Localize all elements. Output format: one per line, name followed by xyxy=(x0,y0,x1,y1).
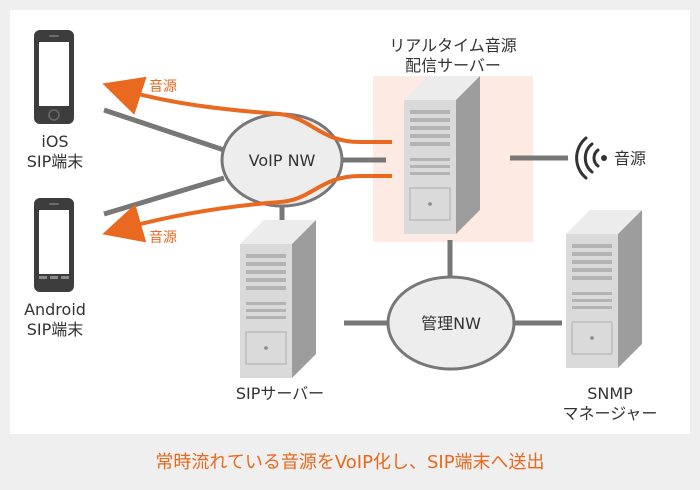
android-phone-icon xyxy=(34,198,74,292)
sip-server-label: SIPサーバー xyxy=(235,384,325,403)
sound-source-label-top: 音源 xyxy=(149,79,177,95)
snmp-label-line1: SNMP xyxy=(587,384,633,403)
diagram-caption: 常時流れている音源をVoIP化し、SIP端末へ送出 xyxy=(155,452,545,473)
ios-label-line1: iOS xyxy=(41,132,69,151)
sip-server-icon xyxy=(239,219,317,379)
realtime-server-label-line1: リアルタイム音源 xyxy=(389,36,517,55)
snmp-server-icon xyxy=(565,209,643,369)
android-link-line xyxy=(103,175,225,217)
ios-phone-icon xyxy=(34,30,74,124)
android-label-line1: Android xyxy=(24,300,86,319)
realtime-server-label-line2: 配信サーバー xyxy=(405,56,501,75)
voip-network-label: VoIP NW xyxy=(249,151,316,170)
sound-source-label-right: 音源 xyxy=(614,149,647,168)
ios-link-line xyxy=(103,107,225,153)
android-label-line2: SIP端末 xyxy=(26,320,84,339)
audio-flow-to-android-arrow xyxy=(102,174,392,243)
mgmt-network-cloud xyxy=(386,275,516,371)
ios-label-line2: SIP端末 xyxy=(26,152,84,171)
sound-wave-icon xyxy=(575,136,607,180)
sound-source-label-bottom: 音源 xyxy=(149,230,177,246)
realtime-server-icon xyxy=(403,75,481,235)
audio-flow-to-ios-arrow xyxy=(102,76,392,144)
snmp-label-line2: マネージャー xyxy=(562,404,658,423)
mgmt-network-label: 管理NW xyxy=(421,314,481,333)
